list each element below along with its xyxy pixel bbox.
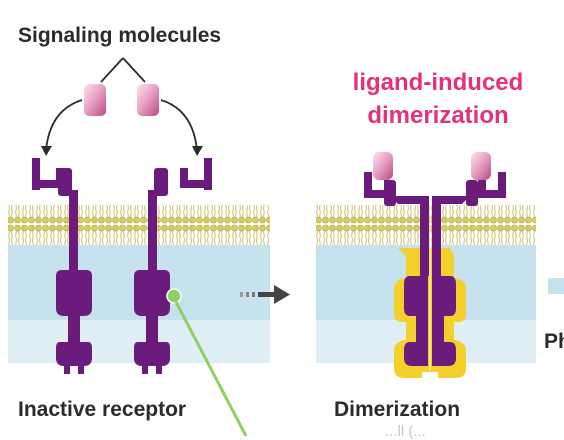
arrowhead-right-icon xyxy=(192,146,203,156)
inactive-receptor-label: Inactive receptor xyxy=(18,398,187,421)
inactive-receptor-right xyxy=(134,158,212,374)
signaling-molecules-label: Signaling molecules xyxy=(18,24,222,47)
title-line-2: dimerization xyxy=(367,102,509,129)
partial-right-label: Ph xyxy=(544,330,564,353)
dimerization-label: Dimerization xyxy=(334,398,461,421)
arrowhead-left-icon xyxy=(41,146,52,156)
dimer-receptor-left xyxy=(364,172,429,366)
bound-ligand-left xyxy=(373,152,393,180)
ligand-induced-dimerization-title: ligand-induced dimerization xyxy=(328,66,548,132)
curved-arrow-left xyxy=(45,99,83,151)
signaling-molecule-right xyxy=(137,84,159,116)
dimer-receptor-right xyxy=(432,172,506,366)
curved-arrow-right xyxy=(160,99,198,151)
arrow-right-icon xyxy=(240,285,290,304)
callout-lines xyxy=(100,57,146,83)
pointer-dot xyxy=(166,288,182,304)
title-line-1: ligand-induced xyxy=(352,69,524,96)
inactive-receptor-left xyxy=(32,158,92,374)
bound-ligand-right xyxy=(471,152,491,180)
partial-bottom-label: ...ll (... xyxy=(385,423,426,440)
pointer-line xyxy=(174,301,248,436)
signaling-molecule-left xyxy=(84,84,106,116)
partial-panel xyxy=(548,278,564,294)
